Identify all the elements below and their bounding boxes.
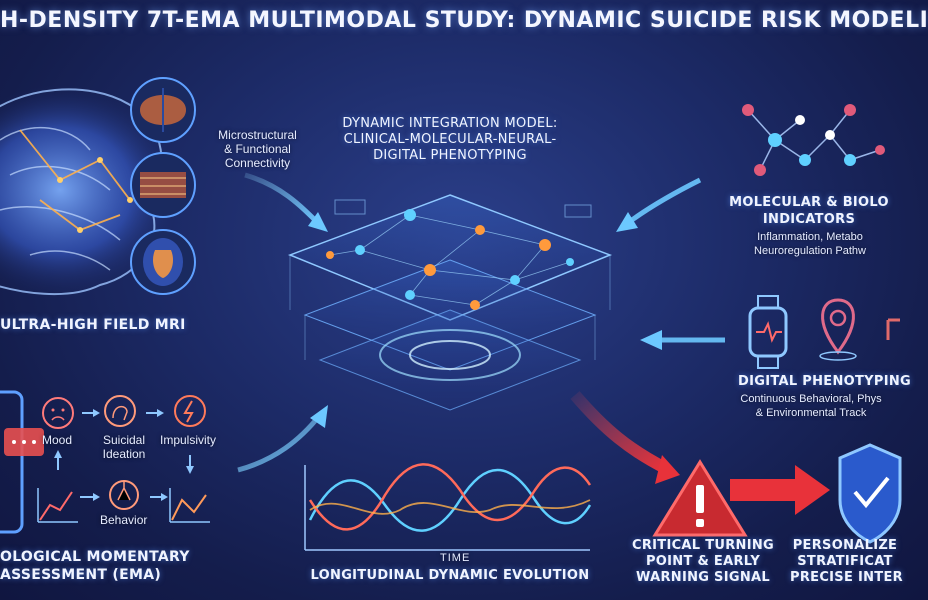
page-title: H-DENSITY 7T-EMA MULTIMODAL STUDY: DYNAM… — [0, 8, 928, 33]
ema-ideation-line-1: Suicidal — [102, 433, 146, 447]
arrow-ema-to-model — [237, 413, 322, 473]
tracker-icon — [886, 318, 900, 340]
molecular-sub-line-1: Inflammation, Metabo — [757, 231, 863, 243]
arrow-molecular-to-model — [623, 177, 702, 228]
smartwatch-icon — [748, 295, 788, 369]
digital-title: DIGITAL PHENOTYPING — [738, 374, 911, 389]
connectivity-line-3: Connectivity — [224, 156, 291, 170]
molecular-sub-line-2: Neuroregulation Pathw — [754, 245, 866, 257]
ema-ideation-line-2: Ideation — [102, 447, 146, 461]
personalized-caption: PERSONALIZE STRATIFICAT PRECISE INTER — [790, 538, 903, 586]
location-pin-icon — [819, 298, 857, 361]
molecular-title: MOLECULAR & BIOLO INDICATORS — [718, 194, 900, 228]
warning-line-1: CRITICAL TURNING — [631, 538, 774, 553]
warning-line-3: WARNING SIGNAL — [636, 570, 770, 585]
ema-behavior-label: Behavior — [100, 513, 148, 527]
mri-scan-circles — [130, 77, 196, 295]
model-title-line-2: CLINICAL-MOLECULAR-NEURAL- — [343, 132, 557, 147]
phone-icon — [0, 390, 44, 534]
digital-subtitle: Continuous Behavioral, Phys & Environmen… — [722, 392, 900, 420]
warning-caption: CRITICAL TURNING POINT & EARLY WARNING S… — [618, 538, 788, 586]
diagram-canvas — [0, 77, 902, 551]
connectivity-label: Microstructural & Functional Connectivit… — [205, 128, 310, 170]
ema-ideation-label: Suicidal Ideation — [92, 433, 156, 461]
personalized-line-2: STRATIFICAT — [797, 554, 893, 569]
ema-caption: OLOGICAL MOMENTARY ASSESSMENT (EMA) — [0, 548, 230, 584]
ema-cycle-icons — [37, 395, 210, 523]
connectivity-line-2: & Functional — [224, 142, 291, 156]
arrow-model-to-warning — [570, 391, 668, 474]
ema-caption-line-2: ASSESSMENT (EMA) — [0, 567, 162, 583]
model-title-line-3: DIGITAL PHENOTYPING — [373, 148, 527, 163]
model-title-line-1: DYNAMIC INTEGRATION MODEL: — [342, 116, 558, 131]
ema-impulsivity-label: Impulsivity — [160, 433, 217, 447]
digital-sub-line-1: Continuous Behavioral, Phys — [740, 393, 882, 405]
molecular-network-icon — [742, 104, 885, 176]
timeline-caption: LONGITUDINAL DYNAMIC EVOLUTION — [310, 568, 590, 583]
shield-check-icon — [838, 443, 902, 544]
time-axis-label: TIME — [440, 552, 471, 564]
digital-sub-line-2: & Environmental Track — [755, 407, 867, 419]
personalized-line-3: PRECISE INTER — [790, 570, 903, 585]
ema-caption-line-1: OLOGICAL MOMENTARY — [0, 549, 190, 565]
ema-mood-label: Mood — [42, 433, 73, 447]
longitudinal-wave-chart — [304, 463, 592, 551]
mri-caption: ULTRA-HIGH FIELD MRI — [0, 317, 186, 333]
integration-model-visual — [287, 194, 613, 411]
warning-triangle-icon — [652, 459, 748, 537]
model-title: DYNAMIC INTEGRATION MODEL: CLINICAL-MOLE… — [300, 116, 600, 164]
personalized-line-1: PERSONALIZE — [792, 538, 898, 553]
connectivity-line-1: Microstructural — [218, 128, 297, 142]
molecular-title-line-2: INDICATORS — [762, 212, 856, 227]
molecular-title-line-1: MOLECULAR & BIOLO — [729, 195, 889, 210]
molecular-subtitle: Inflammation, Metabo Neuroregulation Pat… — [720, 230, 900, 258]
warning-line-2: POINT & EARLY — [645, 554, 761, 569]
arrow-mri-to-model — [244, 172, 322, 227]
